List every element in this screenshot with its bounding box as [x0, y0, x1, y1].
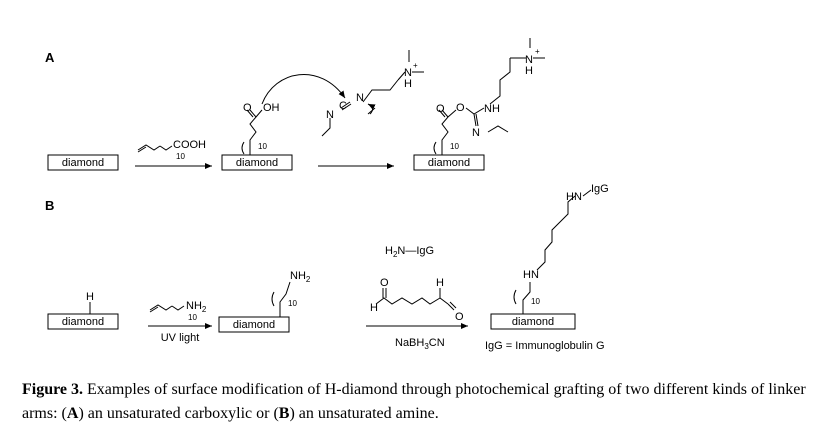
conjugate-igg: IgG [591, 183, 609, 195]
mechanism-arrow [261, 74, 346, 105]
reagent-amine-nh: NH2 [186, 300, 207, 314]
glutaraldehyde-structure [375, 288, 457, 311]
carbodiimide-n1: N [326, 109, 334, 121]
conjugate-chain-count: 10 [531, 297, 540, 306]
product-o2: O [456, 102, 465, 114]
diamond-surface-a3: diamond [413, 154, 485, 171]
diamond-label: diamond [428, 157, 470, 169]
o-acylisourea-product [433, 58, 511, 155]
diamond-label: diamond [236, 157, 278, 169]
product-n: N [472, 127, 480, 139]
acid-chain [241, 109, 263, 155]
diamond-surface-b3: diamond [490, 313, 576, 330]
caption-text-3: ) an unsaturated amine. [289, 405, 439, 422]
diamond-surface-a2: diamond [221, 154, 293, 171]
aldehyde-h2: H [436, 277, 444, 289]
reagent-cooh: COOH [173, 139, 206, 151]
caption-b-ref: B [278, 405, 290, 422]
diamond-label: diamond [62, 316, 104, 328]
reagent-chain-count: 10 [176, 152, 185, 161]
ammonium-group-1 [397, 50, 424, 81]
ammonium-h: H [404, 78, 412, 90]
surface-h: H [86, 291, 94, 303]
reagent-undecylenic-acid [137, 144, 173, 153]
carbodiimide-c: C [339, 100, 347, 112]
product-chain-count: 10 [450, 142, 459, 151]
conjugate-hn-top: HN [566, 191, 582, 203]
igg-legend: IgG = Immunoglobulin G [485, 340, 605, 352]
ammonium-n: N [404, 67, 412, 79]
uv-light-condition: UV light [161, 332, 200, 344]
igg-reagent: H2N—IgG [385, 245, 434, 259]
caption-text-1: Examples of surface modification of H-di… [22, 381, 806, 422]
diamond-surface-a1: diamond [47, 154, 119, 171]
caption-a-ref: A [66, 405, 79, 422]
carbodiimide-n2: N [356, 92, 364, 104]
conjugate-hn: HN [523, 269, 539, 281]
reagent-alkenyl-amine [149, 304, 185, 313]
diamond-label: diamond [233, 319, 275, 331]
ammonium-h: H [525, 65, 533, 77]
figure-label: Figure 3. [22, 381, 84, 398]
aldehyde-h1: H [370, 302, 378, 314]
ammonium-group-2 [510, 38, 545, 59]
diamond-surface-b2: diamond [218, 316, 290, 333]
reagent-amine-chain-count: 10 [188, 313, 197, 322]
mechanism-arrow-small [367, 103, 376, 115]
igg-bond [582, 189, 592, 197]
acid-chain-count: 10 [258, 142, 267, 151]
ammonium-plus: + [413, 61, 418, 70]
acid-o: O [243, 102, 252, 114]
product-nh: NH [484, 103, 500, 115]
ammonium-n: N [525, 54, 533, 66]
diamond-label: diamond [62, 157, 104, 169]
panel-b-label: B [45, 198, 54, 213]
diamond-surface-b1: diamond [47, 313, 119, 330]
ammonium-plus: + [535, 47, 540, 56]
panel-a-label: A [45, 50, 55, 65]
igg-conjugate-chain [513, 195, 576, 314]
aldehyde-o2: O [455, 311, 464, 323]
amine-chain [271, 281, 291, 317]
amine-chain-count: 10 [288, 299, 297, 308]
amine-nh2: NH2 [290, 270, 311, 284]
caption-text-2: ) an unsaturated carboxylic or ( [78, 405, 279, 422]
product-o1: O [436, 103, 445, 115]
reductant: NaBH3CN [395, 337, 445, 351]
acid-oh: OH [263, 102, 280, 114]
figure-caption: Figure 3. Examples of surface modificati… [22, 378, 812, 426]
aldehyde-o1: O [380, 277, 389, 289]
carbodiimide-structure [321, 79, 399, 137]
diamond-label: diamond [512, 316, 554, 328]
